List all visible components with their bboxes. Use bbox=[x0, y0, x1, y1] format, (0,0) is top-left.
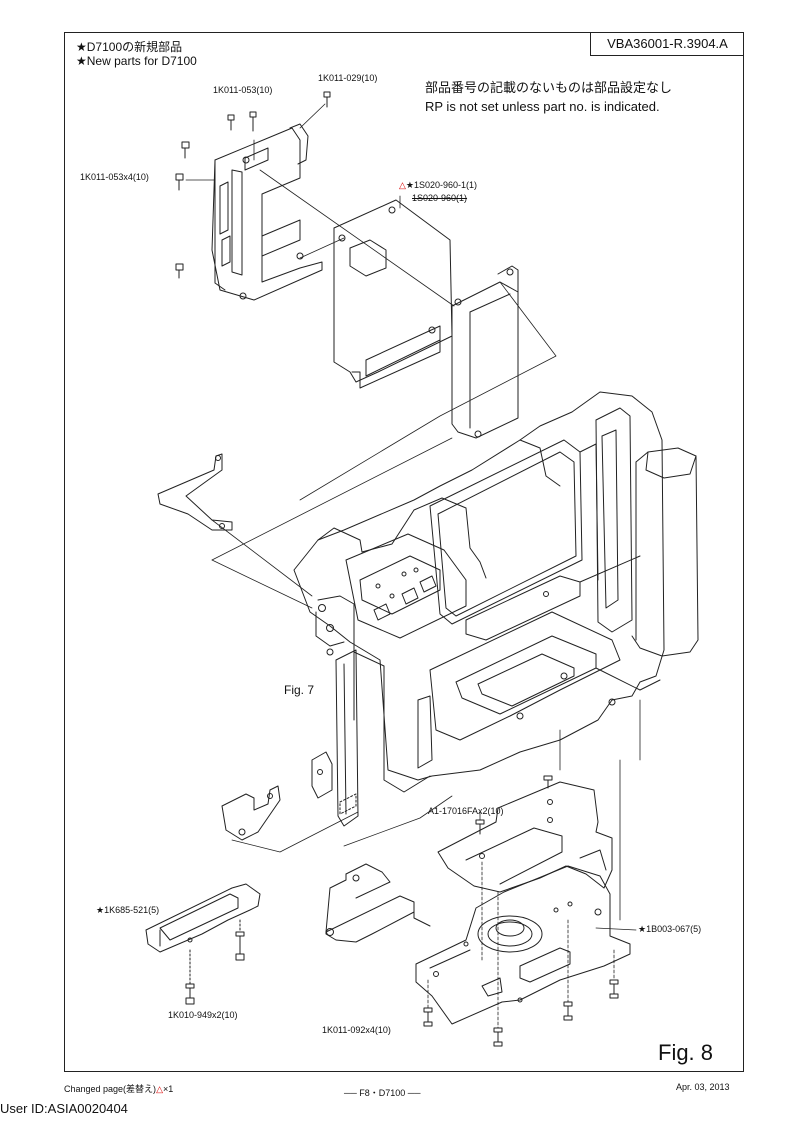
user-id: User ID:ASIA0020404 bbox=[0, 1101, 128, 1116]
leader-lines-top bbox=[186, 104, 556, 500]
changed-page-mark: △ bbox=[156, 1084, 163, 1094]
part-number: ★1S020-960-1(1) bbox=[405, 180, 478, 190]
part-1k685-521 bbox=[146, 884, 260, 1004]
bottom-screws bbox=[424, 980, 618, 1046]
circuit-board bbox=[334, 200, 452, 388]
small-bracket-left bbox=[158, 454, 232, 530]
page-number: ── F8・D7100 ── bbox=[344, 1088, 421, 1098]
leader-lines-body bbox=[212, 438, 640, 920]
leader-lines-labels bbox=[480, 812, 636, 930]
part-label-1k011-053: 1K011-053(10) bbox=[213, 85, 273, 95]
part-label-1s020-960-1: △★1S020-960-1(1) bbox=[399, 180, 477, 191]
long-side-bracket bbox=[312, 650, 358, 826]
part-label-1k011-053x4: 1K011-053x4(10) bbox=[80, 172, 149, 182]
document-id: VBA36001-R.3904.A bbox=[590, 32, 744, 56]
part-label-1k010-949x2: 1K010-949x2(10) bbox=[168, 1010, 238, 1020]
part-label-1k011-029: 1K011-029(10) bbox=[318, 73, 378, 83]
publish-date: Apr. 03, 2013 bbox=[676, 1082, 730, 1092]
leader-line-bracket bbox=[212, 520, 312, 596]
plate-a1-17016fa bbox=[438, 776, 612, 892]
shield-plate bbox=[452, 266, 518, 438]
small-plate-bottom bbox=[326, 864, 430, 942]
screws-top bbox=[176, 92, 330, 278]
new-parts-en: ★New parts for D7100 bbox=[76, 54, 197, 68]
figure-label-fig7: Fig. 7 bbox=[284, 683, 315, 697]
bottom-plate-1b003-067 bbox=[416, 866, 630, 1024]
changed-page-text: Changed page(差替え) bbox=[64, 1084, 157, 1094]
part-label-1k685-521: ★1K685-521(5) bbox=[96, 905, 160, 915]
page-frame bbox=[64, 32, 744, 1072]
part-label-1s020-960-old: 1S020-960(1) bbox=[412, 193, 468, 203]
revision-mark: △ bbox=[399, 180, 406, 190]
camera-body-frame bbox=[294, 392, 698, 792]
changed-page-count: ×1 bbox=[162, 1084, 174, 1094]
part-label-a1-17016fa: A1-17016FAx2(10) bbox=[428, 806, 504, 816]
part-label-1k011-092x4: 1K011-092x4(10) bbox=[322, 1025, 391, 1035]
figure-label-fig8: Fig. 8 bbox=[658, 1040, 714, 1065]
part-label-1b003-067: ★1B003-067(5) bbox=[638, 924, 702, 934]
top-bracket-assembly bbox=[212, 124, 322, 300]
hinge-bracket bbox=[222, 786, 280, 840]
note-jp: 部品番号の記載のないものは部品設定なし bbox=[425, 80, 673, 95]
changed-page-note: Changed page(差替え)△×1 bbox=[64, 1082, 173, 1095]
leader-lines-bottom bbox=[428, 862, 614, 1028]
note-en: RP is not set unless part no. is indicat… bbox=[425, 99, 660, 114]
new-parts-jp: ★D7100の新規部品 bbox=[76, 40, 183, 54]
